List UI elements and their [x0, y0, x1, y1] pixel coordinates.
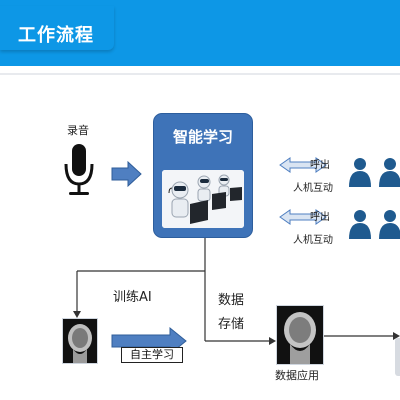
microphone-icon — [64, 144, 94, 195]
learning-box: 智能学习 — [153, 113, 253, 238]
arrowhead — [269, 337, 276, 345]
partial-scan-edge — [395, 338, 400, 376]
arrowhead — [73, 311, 81, 318]
page-title: 工作流程 — [18, 25, 94, 46]
recording-label: 录音 — [67, 124, 89, 137]
brain-scan-icon — [276, 305, 324, 365]
double-arrow-icon — [279, 209, 327, 225]
double-arrow-icon — [279, 157, 327, 173]
connector-lines — [76, 236, 394, 342]
interaction-label: 人机互动 — [293, 235, 333, 246]
arrow-record-to-learning — [111, 160, 142, 188]
brain-scan-icon — [62, 318, 98, 364]
robot-icon — [168, 181, 189, 218]
person-icon — [349, 158, 371, 187]
robot-icon — [218, 174, 230, 197]
learning-title: 智能学习 — [172, 128, 233, 146]
robot-workstation-image — [162, 170, 244, 228]
person-icon — [379, 210, 400, 239]
interaction-label: 人机互动 — [293, 183, 333, 194]
person-icon — [349, 210, 371, 239]
divider — [0, 73, 400, 75]
call-label: 呼出 — [310, 160, 330, 171]
train-ai-label: 训练AI — [113, 290, 152, 305]
arrowhead — [393, 332, 400, 340]
storage-label-line2: 存储 — [218, 317, 245, 332]
data-apply-label: 数据应用 — [275, 369, 319, 382]
self-learning-tag: 自主学习 — [121, 347, 183, 363]
call-label: 呼出 — [310, 212, 330, 223]
person-icon — [379, 158, 400, 187]
header-tab: 工作流程 — [0, 6, 114, 50]
storage-label-line1: 数据 — [218, 293, 245, 308]
